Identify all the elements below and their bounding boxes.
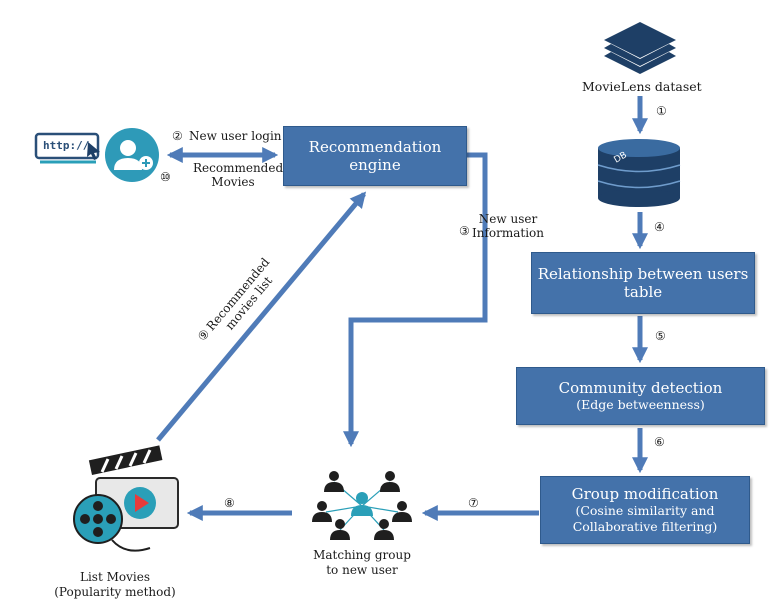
url-text: http:// bbox=[43, 139, 90, 152]
matching-group-line1: Matching group bbox=[313, 548, 411, 562]
stack-layers-icon bbox=[604, 22, 676, 74]
browser-url-icon bbox=[34, 132, 100, 164]
community-sub: (Edge betweenness) bbox=[576, 397, 705, 412]
relationship-table-box: Relationship between users table bbox=[531, 252, 755, 314]
new-user-info-line1: New user bbox=[478, 212, 538, 226]
step-7: ⑦ bbox=[468, 496, 479, 510]
step-4: ④ bbox=[654, 220, 665, 234]
list-movies-line2: (Popularity method) bbox=[54, 585, 176, 599]
step-5: ⑤ bbox=[655, 329, 666, 343]
relationship-line2: table bbox=[623, 283, 663, 301]
group-sub1: (Cosine similarity and bbox=[575, 503, 715, 518]
engine-line2: engine bbox=[349, 156, 401, 174]
relationship-line1: Relationship between users bbox=[537, 265, 749, 283]
dataset-label: MovieLens dataset bbox=[582, 79, 702, 94]
group-sub2: Collaborative filtering) bbox=[572, 519, 718, 534]
recommended-movies-line2: Movies bbox=[211, 175, 255, 189]
community-detection-box: Community detection (Edge betweenness) bbox=[516, 367, 765, 425]
new-user-login-label: New user login bbox=[189, 129, 282, 143]
community-title: Community detection bbox=[558, 379, 723, 397]
group-title: Group modification bbox=[571, 485, 719, 503]
recommended-movies-line1: Recommended bbox=[193, 161, 284, 175]
movie-clapper-icon bbox=[73, 445, 179, 552]
arrow-engine-to-matching bbox=[342, 152, 488, 448]
arrow-list-to-engine bbox=[156, 191, 367, 442]
add-user-icon bbox=[105, 128, 159, 182]
user-group-icon bbox=[312, 471, 412, 540]
step-10: ⑩ bbox=[160, 170, 171, 184]
step-1: ① bbox=[656, 104, 667, 118]
recommendation-engine-box: Recommendation engine bbox=[283, 126, 467, 186]
list-movies-line1: List Movies bbox=[80, 570, 150, 584]
step-6: ⑥ bbox=[654, 435, 665, 449]
step-8: ⑧ bbox=[224, 496, 235, 510]
engine-line1: Recommendation bbox=[308, 138, 442, 156]
database-icon: DB bbox=[597, 139, 681, 207]
new-user-info-line2: Information bbox=[471, 226, 545, 240]
step-3: ③ bbox=[459, 224, 470, 238]
group-modification-box: Group modification (Cosine similarity an… bbox=[540, 476, 750, 544]
step-2: ② bbox=[172, 129, 183, 143]
matching-group-line2: to new user bbox=[326, 563, 398, 577]
